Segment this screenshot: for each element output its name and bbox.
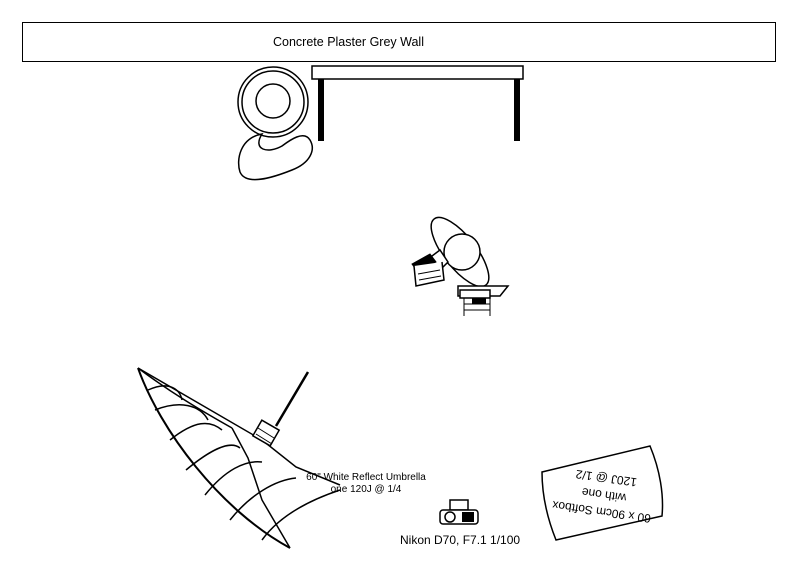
umbrella-label: 60" White Reflect Umbrella one 120J @ 1/… xyxy=(300,472,432,496)
umbrella-label-line1: 60" White Reflect Umbrella xyxy=(306,472,426,483)
stool xyxy=(237,66,313,181)
umbrella-label-line2: one 120J @ 1/4 xyxy=(330,484,402,495)
camera-label: Nikon D70, F7.1 1/100 xyxy=(400,533,521,547)
table xyxy=(311,65,524,141)
wall-label: Concrete Plaster Grey Wall xyxy=(273,35,424,49)
subject xyxy=(411,216,510,316)
wall xyxy=(22,22,776,62)
umbrella xyxy=(137,367,341,549)
softbox xyxy=(541,445,664,541)
camera xyxy=(439,499,479,525)
